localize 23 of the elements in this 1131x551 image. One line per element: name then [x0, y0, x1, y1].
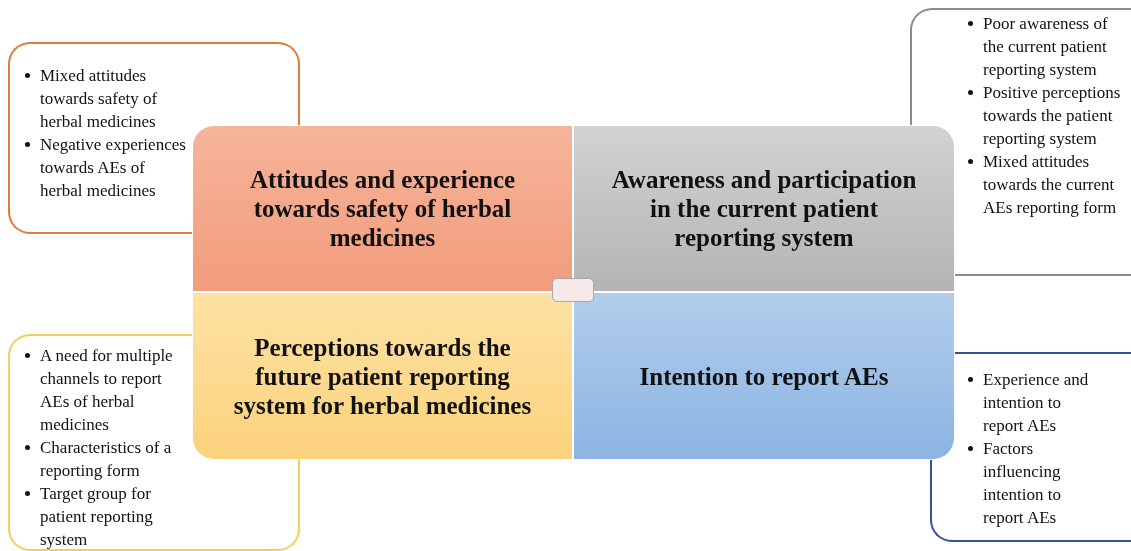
bullet-text: Experience and intention to report AEs — [983, 370, 1089, 435]
theme-card — [955, 352, 1131, 542]
category-heading: Attitudes and experience towards safety of herbal medicines — [248, 165, 517, 252]
bullet-text: Poor awareness of the current patient reporting system — [983, 14, 1108, 79]
category-panel — [573, 292, 955, 460]
bullet-text: Negative experiences towards AEs of herbal medicines — [40, 135, 186, 200]
bullet-text: Factors influencing intention to report AEs — [983, 439, 1061, 527]
category-panel — [192, 125, 573, 292]
bullet-text: Positive perceptions towards the patient reporting system — [983, 83, 1121, 148]
bullet-text: Mixed attitudes towards safety of herbal medicines — [40, 66, 158, 131]
category-heading: Perceptions towards the future patient reporting system for herbal medicines — [232, 332, 533, 420]
category-panel — [192, 292, 573, 460]
theme-card — [8, 42, 192, 234]
connector-box — [552, 278, 594, 302]
category-heading: Awareness and participation in the current patient reporting system — [610, 165, 918, 252]
category-panel — [573, 125, 955, 292]
bullet-text: Characteristics of a reporting form — [40, 438, 172, 480]
theme-card — [8, 334, 192, 551]
bullet-text: Mixed attitudes towards the current AEs reporting form — [983, 152, 1117, 217]
bullet-text: A need for multiple channels to report AEs of herbal medicines — [40, 346, 173, 434]
bullet-text: Target group for patient reporting system — [40, 484, 153, 549]
theme-card — [955, 8, 1131, 276]
category-heading: Intention to report AEs — [639, 361, 889, 391]
